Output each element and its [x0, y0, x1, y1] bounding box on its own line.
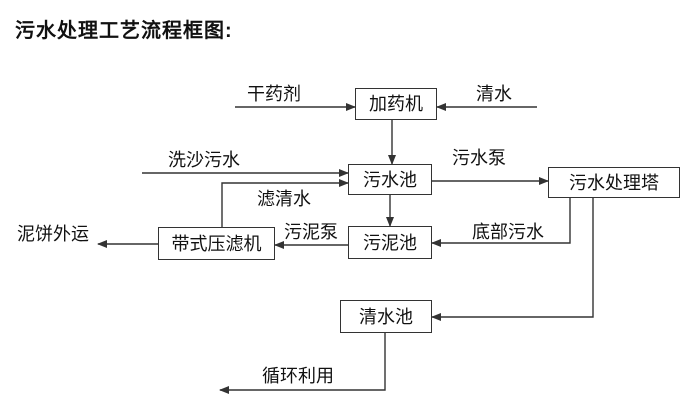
label-recycle-use: 循环利用	[262, 366, 334, 386]
arrow-tower-to-clean-water-pool	[431, 198, 594, 321]
label-clean-water: 清水	[476, 84, 512, 104]
label-sand-washing-sewage: 洗沙污水	[168, 150, 240, 170]
page-title: 污水处理工艺流程框图:	[15, 20, 233, 42]
node-sludge-pool: 污泥池	[348, 226, 432, 259]
node-clean-water-pool: 清水池	[340, 300, 432, 333]
node-sewage-pool: 污水池	[348, 164, 432, 195]
label-filtered-water: 滤清水	[257, 189, 311, 209]
node-belt-filter-press: 带式压滤机	[158, 227, 275, 260]
label-sludge-pump: 污泥泵	[284, 222, 338, 242]
label-dry-chemical: 干药剂	[247, 84, 301, 104]
node-dosing-machine: 加药机	[355, 88, 437, 120]
label-mud-cake-out: 泥饼外运	[17, 224, 89, 244]
node-sewage-treatment-tower: 污水处理塔	[548, 167, 680, 198]
label-bottom-sewage: 底部污水	[472, 222, 544, 242]
label-sewage-pump: 污水泵	[452, 148, 506, 168]
